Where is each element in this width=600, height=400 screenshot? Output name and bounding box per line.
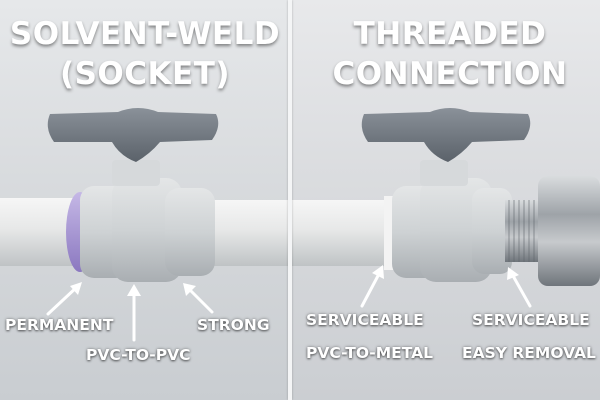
- label-permanent: PERMANENT: [5, 316, 114, 334]
- arrow-serviceable-left: [360, 270, 382, 308]
- right-valve-assembly: [292, 108, 600, 286]
- left-valve-body: [112, 178, 182, 282]
- arrow-serviceable-right: [510, 272, 532, 308]
- right-title-line2: CONNECTION: [332, 56, 568, 92]
- left-panel-title: SOLVENT-WELD (SOCKET): [0, 14, 290, 94]
- left-title-line1: SOLVENT-WELD: [9, 16, 281, 52]
- label-pvc-to-pvc: PVC-TO-PVC: [86, 346, 191, 364]
- right-title-line1: THREADED: [353, 16, 547, 52]
- right-pipe-left: [292, 200, 392, 266]
- right-valve-stem: [420, 160, 468, 186]
- callout-arrows: [46, 265, 532, 342]
- left-valve-handle: [47, 108, 219, 162]
- left-socket-right: [165, 188, 215, 276]
- right-panel-title: THREADED CONNECTION: [300, 14, 600, 94]
- left-valve-stem: [112, 160, 160, 186]
- label-pvc-to-metal: PVC-TO-METAL: [306, 344, 433, 362]
- label-serviceable-right: SERVICEABLE: [472, 311, 590, 329]
- left-pipe-right: [205, 200, 288, 266]
- right-valve-handle: [361, 108, 531, 162]
- label-serviceable-left: SERVICEABLE: [306, 311, 424, 329]
- arrow-permanent: [46, 284, 80, 316]
- metal-threads: [505, 200, 541, 262]
- label-strong: STRONG: [197, 316, 270, 334]
- panel-divider: [288, 0, 292, 400]
- metal-nut: [538, 176, 600, 286]
- arrow-strong: [186, 286, 214, 314]
- thread-lines: [508, 200, 535, 262]
- label-easy-removal: EASY REMOVAL: [462, 344, 596, 362]
- left-title-line2: (SOCKET): [59, 56, 231, 92]
- left-valve-assembly: [0, 108, 288, 282]
- right-socket-right: [472, 188, 512, 274]
